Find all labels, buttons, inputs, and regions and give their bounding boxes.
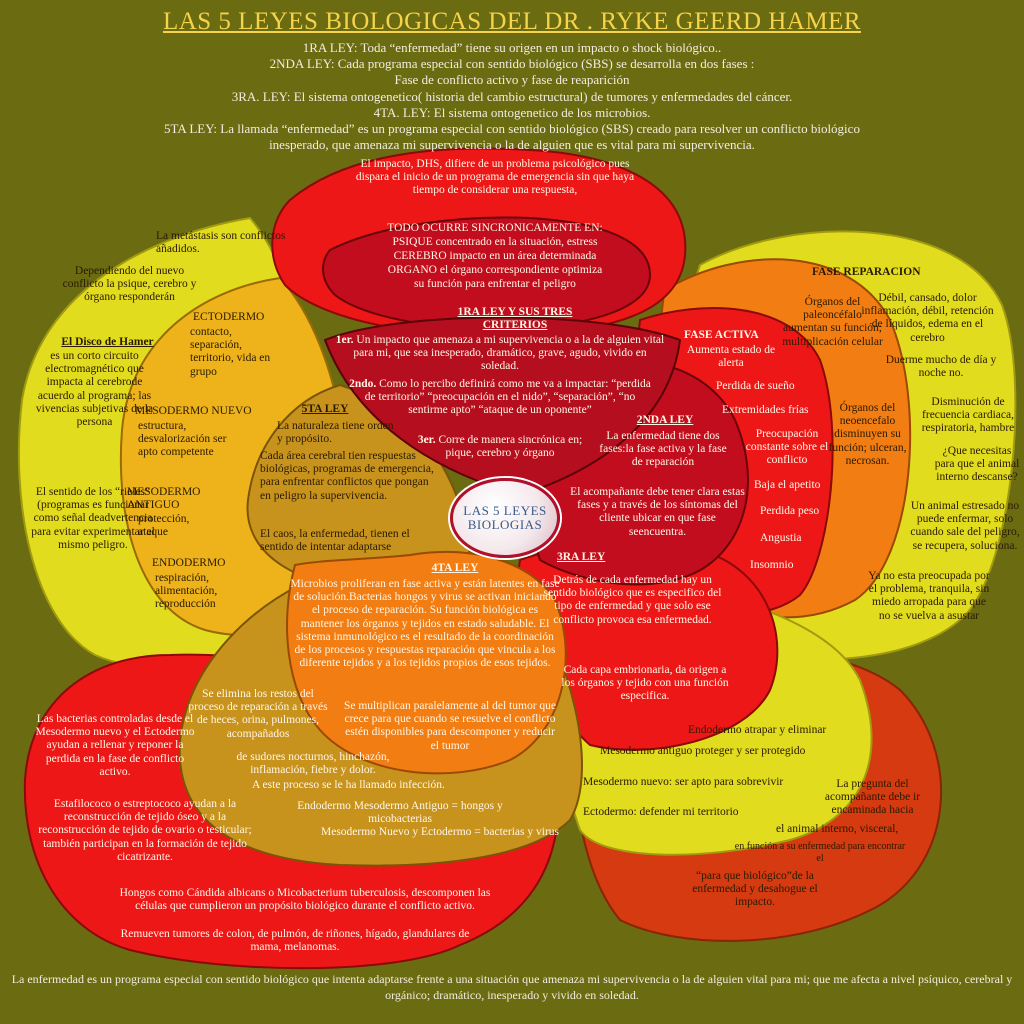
disco-hamer-text: es un corto circuito electromagnético qu… bbox=[35, 350, 154, 429]
fase-activa-item: Baja el apetito bbox=[754, 479, 821, 491]
fase-activa-item: Extremidades frías bbox=[722, 404, 809, 416]
endodermo-title: ENDODERMO bbox=[152, 557, 226, 569]
fase-reparacion-p3: Disminución de frecuencia cardiaca, resp… bbox=[921, 396, 1015, 435]
endodermo-text: respiración, alimentación, reproducción bbox=[155, 572, 218, 611]
law-4: 4TA. LEY: El sistema ontogenetico de los… bbox=[373, 105, 651, 120]
ley2-p2: El acompañante debe tener clara estas fa… bbox=[570, 486, 745, 538]
metastasis-text: La metástasis son conflictos añadidos. bbox=[156, 230, 286, 256]
law-1: 1RA LEY: Toda “enfermedad” tiene su orig… bbox=[302, 40, 722, 55]
estafilococo-text: Estafilococo o estreptococo ayudan a la … bbox=[38, 798, 252, 863]
law-5-cont: inesperado, que amenaza mi supervivencia… bbox=[269, 137, 755, 152]
ley4-p2: Se multiplican paralelamente al del tumo… bbox=[343, 700, 557, 752]
hongos-text: Hongos como Cándida albicans o Micobacte… bbox=[119, 887, 491, 913]
psique-line: PSIQUE concentrado en la situación, estr… bbox=[392, 236, 598, 248]
fase-reparacion-p2: Duerme mucho de día y noche no. bbox=[885, 354, 997, 380]
fase-activa-item: Aumenta estado de alerta bbox=[686, 344, 776, 370]
mesodermo-nuevo-title: MESODERMO NUEVO bbox=[135, 405, 252, 417]
page-title: LAS 5 LEYES BIOLOGICAS DEL DR . RYKE GEE… bbox=[162, 8, 862, 35]
fase-reparacion-p6: Ya no esta preocupada por el problema, t… bbox=[868, 570, 990, 622]
center-badge: LAS 5 LEYES BIOLOGIAS bbox=[450, 478, 560, 558]
ley3-p1: Detrás de cada enfermedad hay un sentido… bbox=[543, 574, 722, 626]
fase-reparacion-p1: Débil, cansado, dolor inflamación, débil… bbox=[861, 292, 994, 344]
fase-activa-item: Perdida de sueño bbox=[716, 380, 795, 392]
sincronico-title: TODO OCURRE SINCRONICAMENTE EN: bbox=[387, 222, 603, 234]
cerebro-line: CEREBRO impacto en un área determinada bbox=[393, 250, 597, 262]
ley5-p2: Cada área cerebral tien respuestas bioló… bbox=[260, 450, 434, 502]
capa-mesodermo-antiguo: Mesodermo antiguo proteger y ser protegi… bbox=[600, 745, 806, 757]
rieles-text: El sentido de los “rieles” (programas es… bbox=[31, 486, 155, 551]
mesodermo-antiguo-text: protección, ataque bbox=[138, 513, 190, 539]
ley4-p1: Microbios proliferan en fase activa y es… bbox=[290, 578, 560, 670]
mesodermo-antiguo-title: MESODERMO ANTIGUO bbox=[127, 486, 201, 512]
ley2-p1: La enfermedad tiene dos fases:la fase ac… bbox=[599, 430, 727, 469]
acompanante-p4: “para que biológico”de la enfermedad y d… bbox=[692, 870, 818, 909]
petal-todo-ocurre bbox=[322, 216, 652, 330]
ley2-title: 2NDA LEY bbox=[636, 414, 694, 426]
ley3-p2: Cada capa embrionaria, da origen a los ó… bbox=[561, 664, 729, 703]
ley4-eliminacion: Se elimina los restos del proceso de rep… bbox=[188, 688, 328, 740]
acompanante-p1: La pregunta del acompañante debe ir enca… bbox=[824, 778, 921, 817]
ley5-title: 5TA LEY bbox=[301, 403, 349, 415]
ley1-criterio-1: 1er. Un impacto que amenaza a mi supervi… bbox=[335, 334, 665, 373]
law-3: 3RA. LEY: El sistema ontogenetico( histo… bbox=[231, 89, 793, 104]
ley4-sudores: de sudores nocturnos, hinchazón, inflama… bbox=[236, 751, 390, 777]
bacterias-text: Las bacterias controladas desde el Mesod… bbox=[35, 713, 195, 778]
fase-activa-item: Angustia bbox=[760, 532, 802, 544]
fase-reparacion-p4: ¿Que necesitas para que el animal intern… bbox=[934, 445, 1020, 484]
ley4-endo-meso: Endodermo Mesodermo Antiguo = hongos y m… bbox=[297, 800, 503, 826]
fase-activa-title: FASE ACTIVA bbox=[684, 329, 759, 341]
fase-activa-item: Preocupación constante sobre el conflict… bbox=[745, 428, 829, 467]
impacto-text: El impacto, DHS, difiere de un problema … bbox=[355, 158, 635, 197]
petal-ley4-inner bbox=[286, 551, 567, 775]
fase-activa-item: Insomnio bbox=[750, 559, 794, 571]
organos-paleoncefalo: Órganos del paleoncéfalo aumentan su fun… bbox=[782, 296, 883, 348]
law-5: 5TA LEY: La llamada “enfermedad” es un p… bbox=[164, 121, 860, 136]
fase-activa-item: Perdida peso bbox=[760, 505, 820, 517]
petal-ley1 bbox=[323, 316, 682, 497]
ley1-criterio-3: 3er. Corre de manera sincrónica en; piqu… bbox=[417, 434, 583, 460]
ley1-title: 1RA LEY Y SUS TRES CRITERIOS bbox=[457, 306, 573, 332]
ectodermo-title: ECTODERMO bbox=[193, 311, 265, 323]
ley5-p1: La naturaleza tiene orden y propósito. bbox=[277, 420, 394, 446]
fase-reparacion-title: FASE REPARACION bbox=[812, 266, 921, 278]
ley4-infeccion: A este proceso se le ha llamado infecció… bbox=[252, 779, 445, 791]
law-2-phases: Fase de conflicto activo y fase de reapa… bbox=[394, 72, 630, 87]
dependiendo-text: Dependiendo del nuevo conflicto la psiqu… bbox=[62, 265, 197, 304]
footer-text: La enfermedad es un programa especial co… bbox=[11, 972, 1013, 1002]
fase-reparacion-p5: Un animal estresado no puede enfermar, s… bbox=[910, 500, 1020, 552]
disco-hamer-title: El Disco de Hamer bbox=[61, 336, 154, 348]
mesodermo-nuevo-text: estructura, desvalorización ser apto com… bbox=[138, 420, 227, 459]
center-label: LAS 5 LEYES BIOLOGIAS bbox=[463, 502, 547, 532]
remueven-text: Remueven tumores de colon, de pulmón, de… bbox=[120, 928, 470, 954]
ectodermo-text: contacto, separación, territorio, vida e… bbox=[190, 326, 271, 378]
organo-line: ORGANO el órgano correspondiente optimiz… bbox=[387, 264, 603, 276]
capa-mesodermo-nuevo: Mesodermo nuevo: ser apto para sobrevivi… bbox=[583, 776, 784, 788]
ley5-p3: El caos, la enfermedad, tienen el sentid… bbox=[260, 528, 410, 554]
ley1-criterio-2: 2ndo. Como lo percibo definirá como me v… bbox=[349, 378, 651, 417]
ley3-title: 3RA LEY bbox=[557, 551, 606, 563]
organos-neoencefalo: Órganos del neoencefalo disminuyen su fu… bbox=[828, 402, 907, 467]
capa-ectodermo: Ectodermo: defender mi territorio bbox=[583, 806, 739, 818]
ley4-meso-ecto: Mesodermo Nuevo y Ectodermo = bacterias … bbox=[320, 826, 560, 838]
capa-endodermo: Endodermo atrapar y eliminar bbox=[688, 724, 827, 736]
law-2: 2NDA LEY: Cada programa especial con sen… bbox=[269, 56, 755, 71]
acompanante-p3: en función a su enfermedad para encontra… bbox=[734, 841, 906, 864]
acompanante-p2: el animal interno, visceral, bbox=[776, 823, 899, 835]
ley4-title: 4TA LEY bbox=[431, 562, 479, 574]
organo-line-2: su función para enfrentar el peligro bbox=[414, 278, 576, 290]
